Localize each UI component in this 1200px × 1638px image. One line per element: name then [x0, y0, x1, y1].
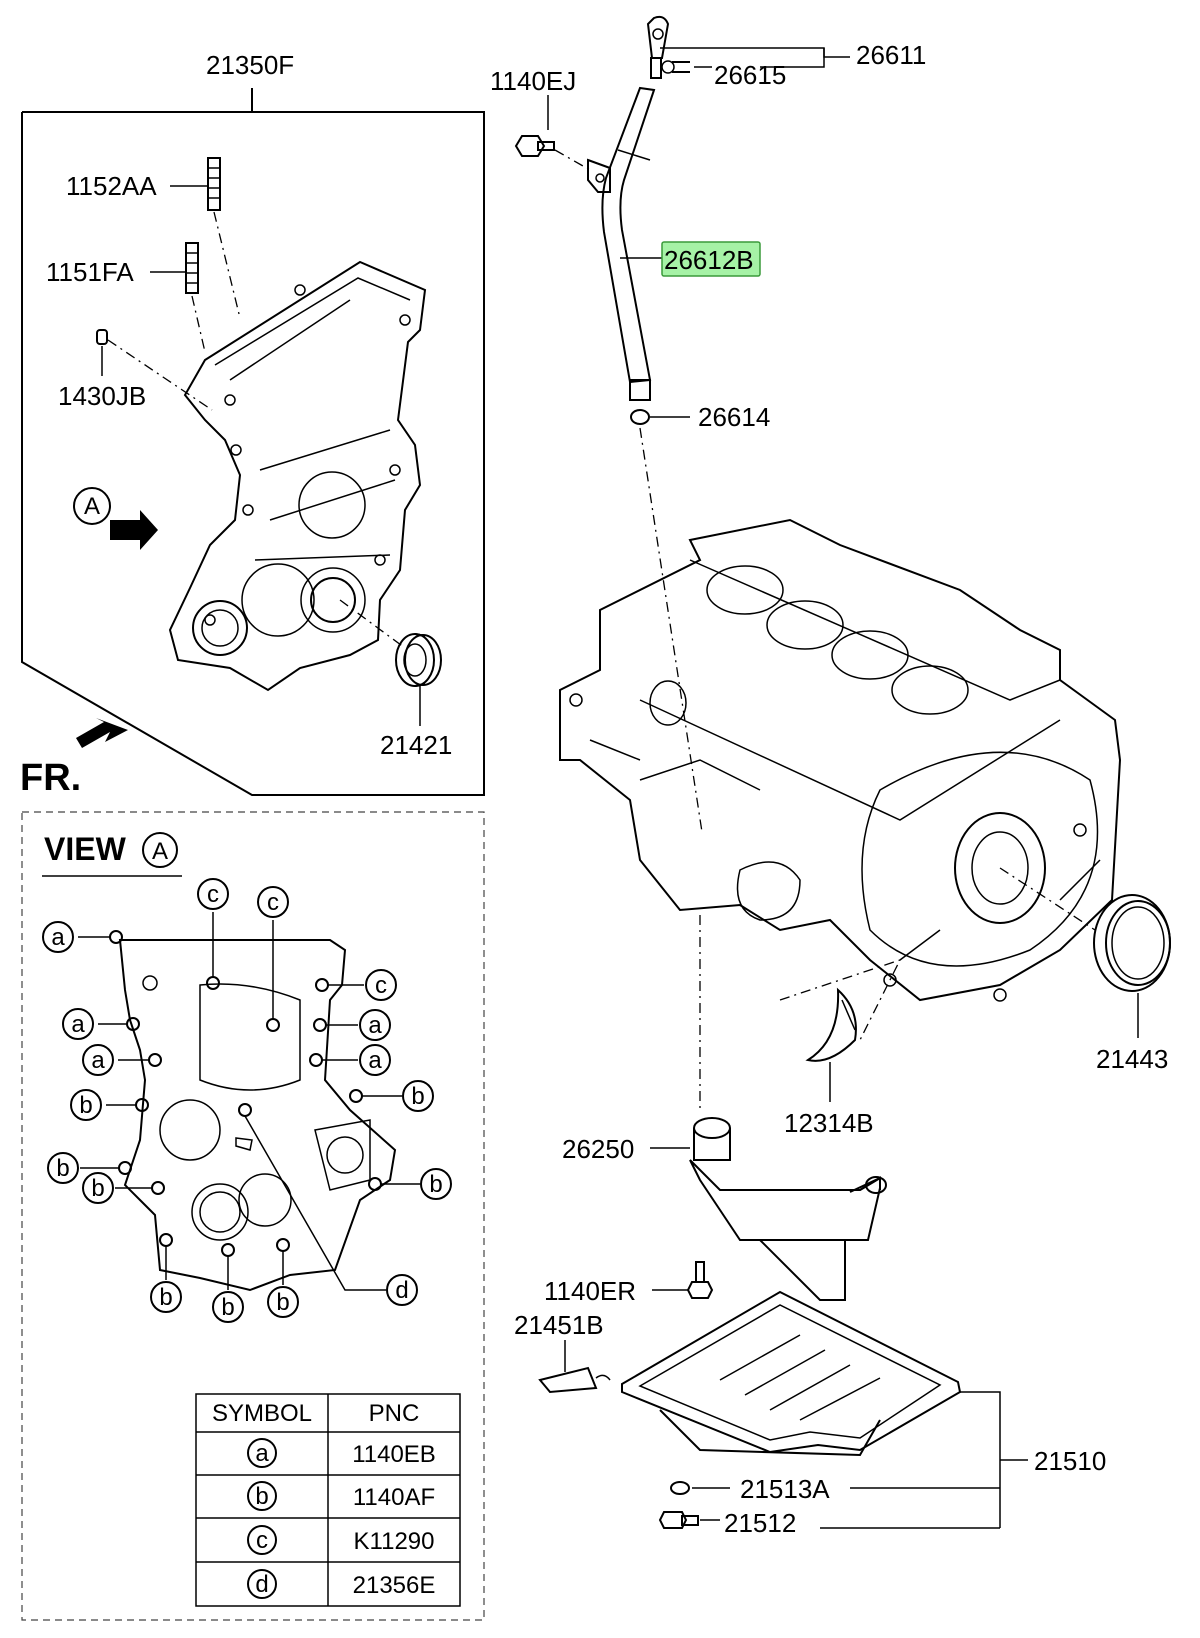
timing-cover-drawing — [168, 260, 427, 692]
oil-strainer-icon — [689, 1117, 887, 1301]
label-1430jb[interactable]: 1430JB — [58, 381, 146, 411]
rear-oil-seal-icon — [1093, 894, 1171, 992]
callout-b-2: b — [56, 1155, 69, 1182]
bolt-1140er-icon — [686, 1261, 714, 1299]
callout-a-3: a — [91, 1047, 105, 1074]
label-26615[interactable]: 26615 — [714, 60, 786, 90]
callout-circles — [42, 832, 452, 1323]
cylinder-block-drawing — [559, 518, 1122, 1002]
clip-26615-icon — [661, 60, 690, 74]
label-21421[interactable]: 21421 — [380, 730, 452, 760]
callout-a-4: a — [368, 1047, 382, 1074]
drain-plug-icon — [658, 1511, 699, 1529]
label-1140ej[interactable]: 1140EJ — [490, 66, 576, 96]
highlight-box — [661, 241, 761, 277]
callout-a-2: a — [71, 1011, 85, 1038]
table-pnc-a: 1140EB — [352, 1441, 436, 1468]
label-21510[interactable]: 21510 — [1034, 1446, 1106, 1476]
label-21451b[interactable]: 21451B — [514, 1310, 604, 1340]
table-symbol-a: a — [255, 1440, 269, 1467]
table-header-pnc: PNC — [369, 1400, 420, 1427]
front-oil-seal-icon — [395, 633, 442, 687]
view-a-arrow-letter: A — [84, 493, 100, 520]
legend-table — [195, 1393, 461, 1607]
callout-c-1: c — [375, 972, 387, 999]
callout-c-3: c — [267, 889, 279, 916]
callout-b-8: b — [411, 1083, 424, 1110]
stud-1152aa-icon — [207, 157, 221, 211]
label-26250[interactable]: 26250 — [562, 1134, 634, 1164]
dowel-pin-icon — [96, 329, 108, 345]
table-pnc-b: 1140AF — [353, 1484, 435, 1511]
callout-a-5: a — [368, 1012, 382, 1039]
label-1152aa[interactable]: 1152AA — [66, 171, 157, 201]
table-symbol-c: c — [256, 1527, 268, 1554]
callout-b-4: b — [159, 1284, 172, 1311]
front-arrow-icon — [76, 718, 128, 748]
label-1151fa[interactable]: 1151FA — [46, 257, 134, 287]
label-21512[interactable]: 21512 — [724, 1508, 796, 1538]
label-26614[interactable]: 26614 — [698, 402, 770, 432]
view-a-marker: A — [152, 838, 168, 865]
view-a-frame — [21, 811, 485, 1621]
table-header-symbol: SYMBOL — [212, 1400, 312, 1427]
label-1140er[interactable]: 1140ER — [544, 1276, 636, 1306]
label-21513a[interactable]: 21513A — [740, 1474, 830, 1504]
label-12314b[interactable]: 12314B — [784, 1108, 874, 1138]
callout-a-1: a — [51, 924, 65, 951]
label-26611[interactable]: 26611 — [856, 40, 926, 70]
view-a-leaders — [78, 912, 420, 1291]
view-a-bolt-holes — [109, 930, 382, 1257]
callout-b-3: b — [91, 1175, 104, 1202]
dipstick-drawing — [587, 15, 670, 401]
callout-b-5: b — [221, 1294, 234, 1321]
callout-b-7: b — [429, 1171, 442, 1198]
table-pnc-d: 21356E — [353, 1572, 436, 1599]
view-a-title: VIEW — [44, 831, 127, 867]
stud-1151fa-icon — [185, 242, 199, 294]
sealant-tube-icon — [538, 1366, 611, 1394]
table-symbol-b: b — [255, 1483, 268, 1510]
front-direction-label: FR. — [20, 757, 81, 799]
oring-26614-icon — [630, 409, 650, 425]
thrust-bearing-icon — [805, 987, 857, 1062]
oil-pan-icon — [621, 1290, 962, 1457]
callout-d-1: d — [395, 1277, 408, 1304]
drain-gasket-icon — [670, 1481, 690, 1495]
table-symbol-d: d — [255, 1571, 268, 1598]
bolt-1140ej-icon — [514, 135, 555, 157]
label-21350f[interactable]: 21350F — [206, 50, 294, 80]
callout-b-6: b — [276, 1289, 289, 1316]
table-pnc-c: K11290 — [354, 1528, 435, 1555]
label-26612b[interactable]: 26612B — [664, 245, 754, 275]
callout-c-2: c — [207, 881, 219, 908]
view-a-arrow-icon — [73, 487, 158, 550]
timing-cover-frame — [21, 88, 485, 796]
label-21443[interactable]: 21443 — [1096, 1044, 1168, 1074]
callout-b-1: b — [79, 1092, 92, 1119]
